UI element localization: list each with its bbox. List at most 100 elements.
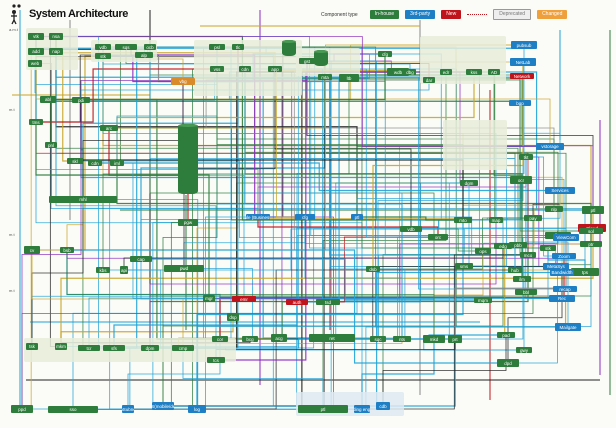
component-tlc[interactable]: tlc: [232, 44, 244, 50]
component-map[interactable]: map: [489, 217, 503, 223]
component-mco[interactable]: mco: [520, 252, 536, 258]
component-dpd[interactable]: dpd: [497, 359, 519, 367]
component-sqs[interactable]: sqs: [115, 44, 137, 50]
component-pbb[interactable]: pbb: [509, 242, 527, 248]
component-vbg[interactable]: vbg: [171, 78, 195, 85]
component-kss[interactable]: kss: [466, 69, 482, 75]
component-dsp[interactable]: dsp: [227, 313, 239, 321]
component-nap[interactable]: nap: [49, 48, 63, 55]
component-sqc[interactable]: sqc: [370, 336, 386, 342]
component-stk[interactable]: stk: [540, 245, 556, 251]
component-psl[interactable]: psl: [209, 44, 225, 50]
component-acg[interactable]: acg: [271, 334, 287, 342]
component-auth[interactable]: auth: [286, 299, 308, 305]
component-kbs[interactable]: kbs: [96, 267, 110, 273]
component-skl[interactable]: skl: [67, 158, 83, 164]
component-zoom[interactable]: Zoom: [552, 253, 576, 259]
component-ppd[interactable]: ppd: [11, 405, 33, 413]
component-log[interactable]: log: [188, 405, 206, 413]
component-tms[interactable]: tms: [29, 119, 43, 125]
component-mailgate[interactable]: Mailgate: [555, 323, 581, 331]
component-orc[interactable]: orc: [428, 234, 448, 240]
component-pay[interactable]: pay: [524, 215, 542, 221]
component-ocr[interactable]: ocr: [510, 176, 532, 184]
component-api[interactable]: api: [120, 266, 128, 274]
component-pgw[interactable]: pgw: [178, 219, 198, 226]
component-mkd[interactable]: mkd: [423, 335, 445, 343]
component-bandwidth[interactable]: Bandwidth: [550, 269, 574, 276]
component-sms[interactable]: sms: [455, 263, 473, 269]
component-cfg[interactable]: cfg: [378, 51, 392, 57]
component-ptl[interactable]: ptl: [582, 206, 604, 214]
component-sfs[interactable]: sfs: [103, 345, 125, 351]
component-iml[interactable]: iml: [110, 160, 124, 166]
component-viewcom[interactable]: ViewCom: [553, 234, 579, 241]
component-ptl[interactable]: ptl: [351, 214, 363, 220]
component-ret[interactable]: ret: [309, 334, 355, 342]
component-dar[interactable]: dar: [423, 77, 435, 83]
component-cor[interactable]: cor: [212, 336, 228, 342]
component-vdb[interactable]: vdb: [95, 44, 111, 50]
component-mqm[interactable]: mqm: [474, 297, 492, 303]
component-rec[interactable]: Rec: [549, 295, 575, 302]
component-stk[interactable]: stk: [95, 53, 111, 59]
component-arc[interactable]: arc: [100, 125, 118, 131]
component-dbg[interactable]: dbg: [404, 69, 416, 75]
component-services[interactable]: Services: [545, 187, 575, 194]
component-gst[interactable]: gst: [299, 58, 315, 64]
component-cdb[interactable]: cdb: [376, 402, 390, 410]
component-dsb[interactable]: dsb: [366, 266, 380, 272]
component-mkm[interactable]: mkm: [55, 343, 67, 350]
component-vtk[interactable]: vtk: [28, 33, 44, 40]
component-ptl[interactable]: ptl: [298, 405, 348, 413]
component-tcr[interactable]: tcr: [78, 345, 100, 351]
component-cap[interactable]: cap: [130, 256, 152, 262]
component-prt[interactable]: prt: [448, 335, 462, 343]
component-cdn[interactable]: cdn: [88, 160, 102, 166]
component-pgpsps-mobile-desktop[interactable]: pgpsPS(mobile/desktop): [152, 402, 174, 410]
component-edg[interactable]: edg: [494, 243, 512, 249]
component-pubsub[interactable]: pubsub: [511, 41, 537, 49]
component-netlab[interactable]: NetLab: [510, 58, 536, 66]
component-tsk[interactable]: tsk: [26, 343, 38, 350]
component-network[interactable]: Network: [510, 73, 534, 79]
component-nts[interactable]: nts: [393, 336, 411, 342]
component-bcg[interactable]: bcg: [242, 336, 258, 342]
component-vss[interactable]: vss: [210, 66, 224, 72]
component-cfg[interactable]: cfg: [295, 214, 315, 220]
component-ops[interactable]: ops: [475, 248, 491, 254]
component-tsd[interactable]: tsd: [316, 299, 340, 305]
component-bgp[interactable]: bgp: [509, 100, 531, 106]
component-trading-engine[interactable]: trading engine: [354, 405, 370, 413]
component-hub[interactable]: hub: [508, 267, 522, 273]
component-app[interactable]: app: [268, 66, 282, 72]
component-sol[interactable]: sol: [579, 228, 603, 234]
component-cdn[interactable]: cdn: [239, 66, 251, 72]
component-bbl[interactable]: bbl: [515, 289, 537, 295]
component-mta[interactable]: mta: [318, 74, 332, 80]
component-ilm[interactable]: ilm: [513, 276, 531, 282]
component-bsb[interactable]: bsb: [60, 247, 74, 253]
component-gwy[interactable]: gwy: [516, 347, 532, 353]
component-edr[interactable]: edr: [440, 69, 452, 75]
component-ltb[interactable]: ltb: [339, 74, 359, 82]
component-pwd[interactable]: pwd: [164, 265, 204, 272]
component-recap[interactable]: recap: [553, 286, 577, 292]
component-sso[interactable]: sso: [48, 406, 98, 413]
component-ptr[interactable]: ptr: [580, 241, 602, 247]
component-abl[interactable]: abl: [40, 96, 56, 103]
component-emr[interactable]: emr: [232, 296, 256, 302]
component-mto[interactable]: mto: [454, 217, 472, 223]
component-dgm[interactable]: dgm: [460, 180, 478, 186]
component-pdi[interactable]: pdi: [72, 97, 90, 103]
component-web[interactable]: web: [28, 60, 42, 67]
component-ocb[interactable]: ocb: [144, 44, 156, 50]
component-cmp[interactable]: cmp: [172, 345, 194, 351]
component-tps[interactable]: tps: [571, 268, 599, 276]
component-pnl[interactable]: pnl: [45, 142, 57, 148]
component-nlp[interactable]: nlp: [545, 206, 563, 212]
component-tkt[interactable]: tkt: [519, 154, 533, 160]
component-mgr[interactable]: mgr: [203, 295, 215, 302]
component-alp[interactable]: alp: [135, 52, 153, 58]
component-insubnet[interactable]: InSubnet: [122, 405, 134, 413]
